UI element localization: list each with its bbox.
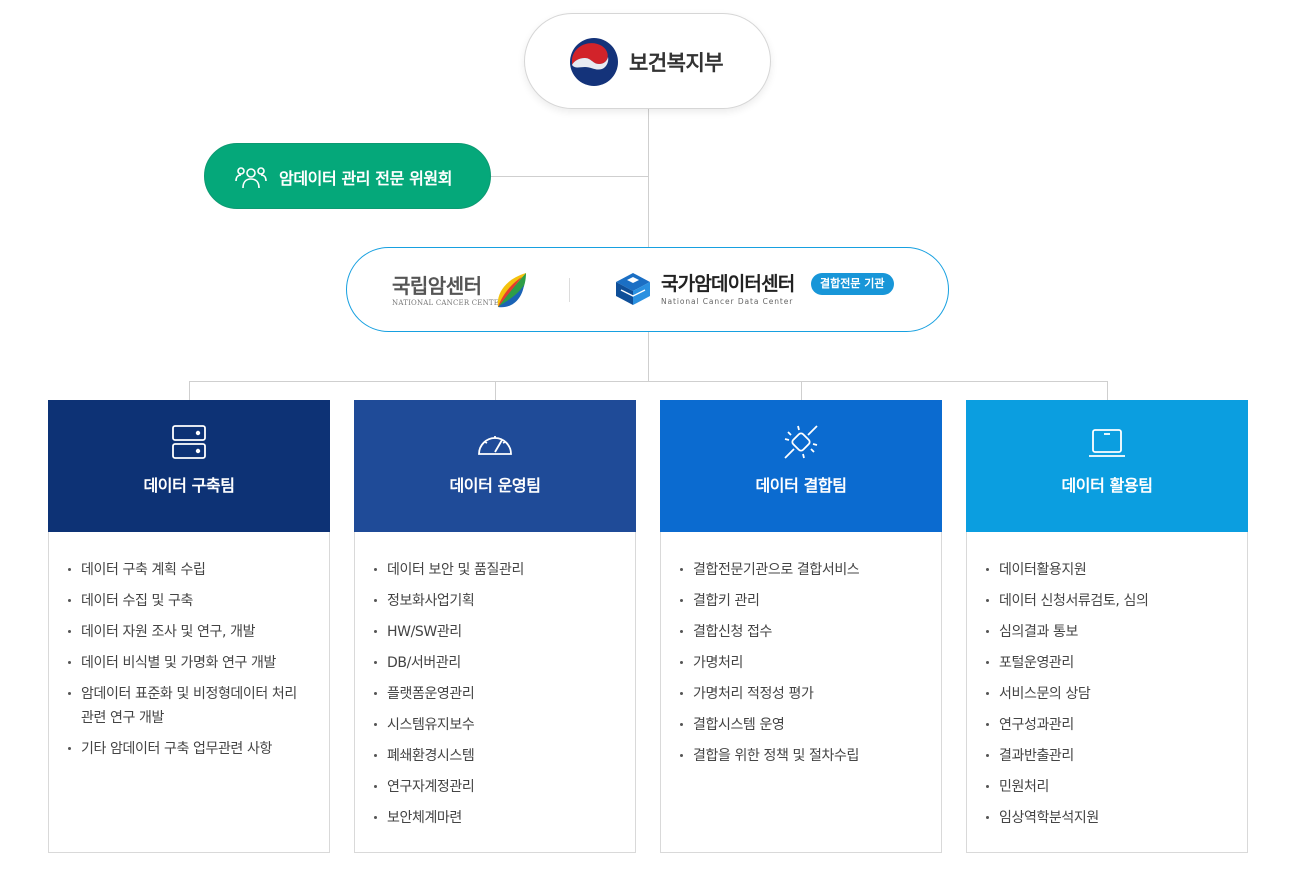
team-header: 데이터 운영팀 (354, 400, 636, 532)
ncdc-name-en: National Cancer Data Center (661, 297, 794, 306)
duty-item: 가명처리 적정성 평가 (680, 682, 923, 706)
duty-item: 데이터 보안 및 품질관리 (374, 558, 617, 582)
connector-committee (491, 176, 648, 177)
committee-label: 암데이터 관리 전문 위원회 (279, 169, 453, 188)
team-card-construction: 데이터 구축팀 데이터 구축 계획 수립 데이터 수집 및 구축 데이터 자원 … (48, 400, 330, 853)
duty-item: 데이터 비식별 및 가명화 연구 개발 (68, 651, 311, 675)
duty-item: 결합키 관리 (680, 589, 923, 613)
duty-item: DB/서버관리 (374, 651, 617, 675)
connector-vertical-center (648, 332, 649, 382)
connector-team-4 (1107, 381, 1108, 400)
duty-item: 서비스문의 상담 (986, 682, 1229, 706)
team-duties: 데이터 구축 계획 수립 데이터 수집 및 구축 데이터 자원 조사 및 연구,… (48, 532, 330, 853)
duty-item: HW/SW관리 (374, 620, 617, 644)
duty-item: 임상역학분석지원 (986, 806, 1229, 830)
plug-connect-icon (784, 425, 818, 459)
duty-item: 기타 암데이터 구축 업무관련 사항 (68, 737, 311, 761)
team-name: 데이터 구축팀 (143, 476, 235, 495)
team-name: 데이터 결합팀 (755, 476, 847, 495)
duty-item: 연구자계정관리 (374, 775, 617, 799)
duty-item: 포털운영관리 (986, 651, 1229, 675)
people-group-icon (235, 167, 267, 189)
connector-team-3 (801, 381, 802, 400)
duty-item: 데이터활용지원 (986, 558, 1229, 582)
team-header: 데이터 활용팀 (966, 400, 1248, 532)
taegeuk-emblem-icon (570, 38, 618, 86)
connector-vertical-top (648, 109, 649, 247)
ncc-leaf-icon (497, 273, 526, 308)
duty-item: 연구성과관리 (986, 713, 1229, 737)
duty-item: 플랫폼운영관리 (374, 682, 617, 706)
ncc-name: 국립암센터 (392, 274, 482, 298)
logo-divider (569, 278, 570, 302)
connector-horizontal-teams (189, 381, 1108, 382)
team-duties: 결합전문기관으로 결합서비스 결합키 관리 결합신청 접수 가명처리 가명처리 … (660, 532, 942, 853)
server-icon (172, 425, 206, 459)
duty-item: 암데이터 표준화 및 비정형데이터 처리 관련 연구 개발 (68, 682, 311, 730)
team-card-utilization: 데이터 활용팀 데이터활용지원 데이터 신청서류검토, 심의 심의결과 통보 포… (966, 400, 1248, 853)
team-duties: 데이터활용지원 데이터 신청서류검토, 심의 심의결과 통보 포털운영관리 서비… (966, 532, 1248, 853)
duty-item: 데이터 구축 계획 수립 (68, 558, 311, 582)
connector-team-2 (495, 381, 496, 400)
duty-item: 심의결과 통보 (986, 620, 1229, 644)
team-card-linkage: 데이터 결합팀 결합전문기관으로 결합서비스 결합키 관리 결합신청 접수 가명… (660, 400, 942, 853)
ncc-name-en: NATIONAL CANCER CENTER (392, 299, 505, 307)
duty-item: 폐쇄환경시스템 (374, 744, 617, 768)
ncdc-name: 국가암데이터센터 (661, 273, 795, 295)
ncdc-data-stack-icon (616, 273, 650, 305)
duty-item: 가명처리 (680, 651, 923, 675)
duty-item: 결합신청 접수 (680, 620, 923, 644)
certified-agency-badge: 결합전문 기관 (811, 273, 894, 295)
team-name: 데이터 활용팀 (1061, 476, 1153, 495)
duty-item: 결합시스템 운영 (680, 713, 923, 737)
ministry-name: 보건복지부 (629, 51, 724, 75)
duty-item: 민원처리 (986, 775, 1229, 799)
team-header: 데이터 결합팀 (660, 400, 942, 532)
committee-node: 암데이터 관리 전문 위원회 (204, 143, 491, 209)
duty-item: 보안체계마련 (374, 806, 617, 830)
duty-item: 정보화사업기획 (374, 589, 617, 613)
duty-item: 결합을 위한 정책 및 절차수립 (680, 744, 923, 768)
laptop-icon (1089, 429, 1125, 457)
duty-item: 결과반출관리 (986, 744, 1229, 768)
connector-team-1 (189, 381, 190, 400)
team-duties: 데이터 보안 및 품질관리 정보화사업기획 HW/SW관리 DB/서버관리 플랫… (354, 532, 636, 853)
gauge-icon (478, 436, 512, 455)
duty-item: 데이터 자원 조사 및 연구, 개발 (68, 620, 311, 644)
duty-item: 데이터 수집 및 구축 (68, 589, 311, 613)
duty-item: 시스템유지보수 (374, 713, 617, 737)
cancer-center-node: 국립암센터 NATIONAL CANCER CENTER 국가암데이터센터 Na… (346, 247, 949, 332)
duty-item: 결합전문기관으로 결합서비스 (680, 558, 923, 582)
ministry-node: 보건복지부 (524, 13, 771, 109)
team-name: 데이터 운영팀 (449, 476, 541, 495)
team-header: 데이터 구축팀 (48, 400, 330, 532)
duty-item: 데이터 신청서류검토, 심의 (986, 589, 1229, 613)
team-card-operation: 데이터 운영팀 데이터 보안 및 품질관리 정보화사업기획 HW/SW관리 DB… (354, 400, 636, 853)
